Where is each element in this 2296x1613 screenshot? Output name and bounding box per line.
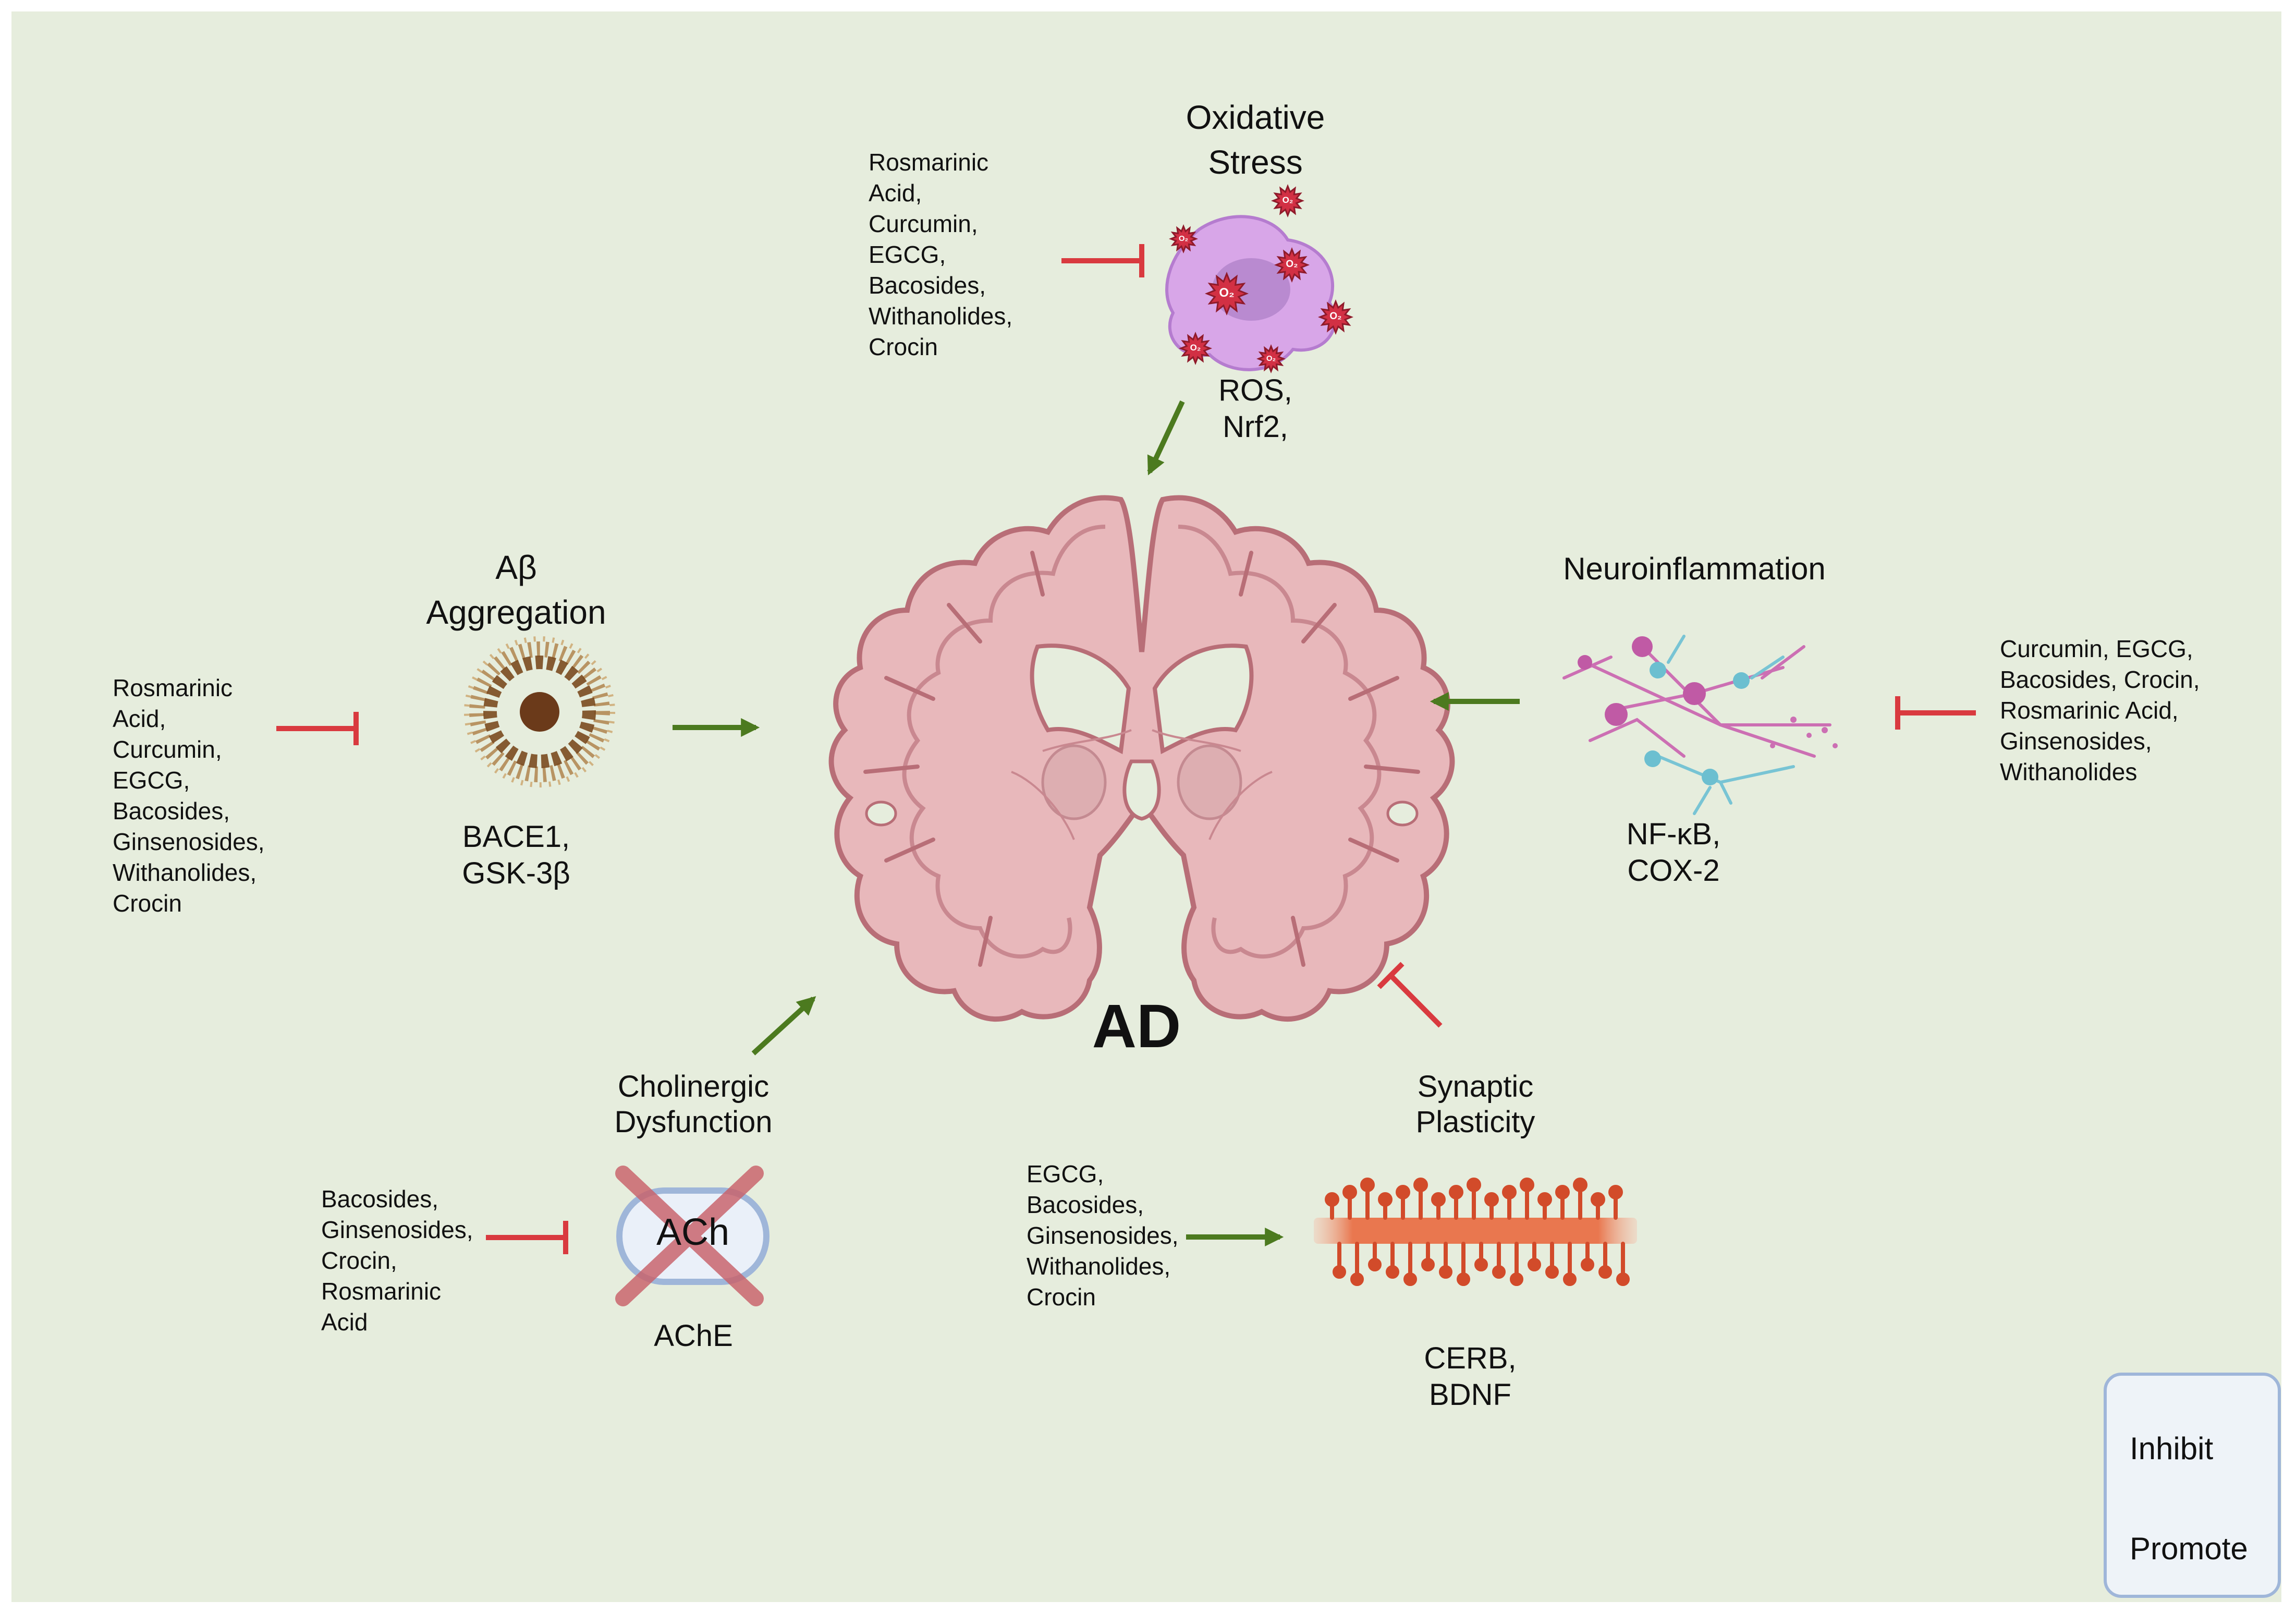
cholinergic-drugs: Bacosides, Ginsenosides, Crocin, Rosmari… — [321, 1185, 473, 1336]
ros-particles — [1169, 184, 1354, 373]
inhibit-marker-cholinergic — [486, 1221, 568, 1254]
ros-badge-label: O₂ — [1190, 343, 1201, 353]
synaptic-drugs: EGCG, Bacosides, Ginsenosides, Withanoli… — [1027, 1160, 1179, 1311]
ros-badge-label: O₂ — [1219, 286, 1235, 300]
dendritic-spine — [1342, 1185, 1357, 1220]
ros-badge-label: O₂ — [1286, 259, 1298, 270]
ros-particle — [1274, 247, 1310, 283]
brain-illustration — [828, 495, 1455, 1022]
inhibit-marker-neuroinflammation — [1895, 696, 1976, 730]
neuroinflammation-title: Neuroinflammation — [1563, 551, 1826, 586]
synaptic-title: Synaptic Plasticity — [1415, 1070, 1535, 1139]
dendritic-spine — [1581, 1242, 1594, 1271]
inhibit-markers — [276, 244, 1976, 1254]
dendritic-spine — [1474, 1242, 1488, 1271]
dendritic-spine — [1510, 1242, 1523, 1286]
legend — [2104, 1373, 2281, 1598]
ach-capsule-label: ACh — [656, 1211, 730, 1253]
dendritic-spine — [1492, 1242, 1506, 1279]
dendritic-spine — [1378, 1192, 1393, 1220]
dendritic-spine — [1413, 1178, 1428, 1220]
dendritic-spine — [1449, 1185, 1463, 1220]
dendritic-spine — [1555, 1185, 1570, 1220]
ros-badge-label: O₂ — [1178, 234, 1189, 243]
dendritic-spine — [1573, 1178, 1587, 1220]
microglia-astrocyte-illustration — [1562, 635, 1838, 815]
dendritic-spine — [1608, 1185, 1623, 1220]
dendritic-spine — [1439, 1242, 1452, 1279]
dendritic-spine — [1386, 1242, 1399, 1279]
legend-promote-label: Promote — [2130, 1531, 2248, 1566]
abeta-title: Aβ Aggregation — [426, 549, 606, 631]
promote-arrows — [673, 400, 1520, 1246]
ros-badge-label: O₂ — [1282, 195, 1293, 205]
oxidative-stress-title: Oxidative Stress — [1186, 99, 1325, 181]
ache-label: AChE — [654, 1319, 733, 1353]
abeta-drugs: Rosmarinic Acid, Curcumin, EGCG, Bacosid… — [113, 674, 265, 917]
ros-particle — [1178, 331, 1213, 366]
amyloid-aggregate-illustration — [464, 636, 615, 787]
dendritic-spine — [1528, 1242, 1541, 1271]
dendritic-spine — [1545, 1242, 1559, 1279]
ros-particle — [1271, 184, 1305, 218]
legend-inhibit-label: Inhibit — [2130, 1431, 2214, 1466]
oxidative-stress-molecules: ROS, Nrf2, — [1218, 373, 1292, 444]
dendritic-spine — [1537, 1192, 1552, 1220]
dendritic-spine — [1360, 1178, 1375, 1220]
ros-particle — [1169, 224, 1198, 253]
inhibit-marker-oxidative — [1061, 244, 1144, 277]
neuroinflammation-molecules: NF-κB, COX-2 — [1626, 817, 1721, 888]
dendrite-illustration — [1314, 1178, 1637, 1286]
promote-arrow-cholinergic — [751, 996, 816, 1056]
dendritic-spine — [1563, 1242, 1577, 1286]
inhibit-marker-abeta — [276, 712, 359, 745]
promote-arrow-oxidative — [1147, 400, 1185, 476]
dendritic-spine — [1502, 1185, 1517, 1220]
cholinergic-title: Cholinergic Dysfunction — [614, 1070, 773, 1139]
ros-badge-label: O₂ — [1329, 311, 1342, 322]
synaptic-molecules: CERB, BDNF — [1424, 1341, 1517, 1412]
dendritic-spine — [1396, 1185, 1410, 1220]
dendritic-spine — [1403, 1242, 1417, 1286]
dendritic-spine — [1368, 1242, 1382, 1271]
dendritic-spine — [1598, 1242, 1612, 1279]
dendritic-spine — [1431, 1192, 1446, 1220]
dendritic-spine — [1325, 1192, 1339, 1220]
dendritic-spine — [1467, 1178, 1481, 1220]
oxidative-stress-drugs: Rosmarinic Acid, Curcumin, EGCG, Bacosid… — [869, 149, 1013, 360]
ros-particle — [1204, 271, 1249, 316]
dendritic-spine — [1333, 1242, 1346, 1279]
dendritic-spine — [1520, 1178, 1534, 1220]
abeta-molecules: BACE1, GSK-3β — [462, 820, 570, 890]
ros-particle — [1317, 299, 1354, 335]
dendritic-spine — [1616, 1242, 1630, 1286]
dendritic-spine — [1484, 1192, 1499, 1220]
dendritic-spine — [1591, 1192, 1605, 1220]
neuroinflammation-drugs: Curcumin, EGCG, Bacosides, Crocin, Rosma… — [2000, 635, 2200, 785]
dendritic-spine — [1350, 1242, 1364, 1286]
cross-out-icon — [615, 1166, 764, 1306]
dendritic-spine — [1421, 1242, 1435, 1271]
dendritic-spine — [1457, 1242, 1470, 1286]
ros-badge-label: O₂ — [1266, 354, 1276, 363]
ad-center-label: AD — [1092, 992, 1181, 1061]
ros-particle — [1256, 344, 1286, 373]
inhibit-marker-synaptic — [1377, 962, 1443, 1028]
